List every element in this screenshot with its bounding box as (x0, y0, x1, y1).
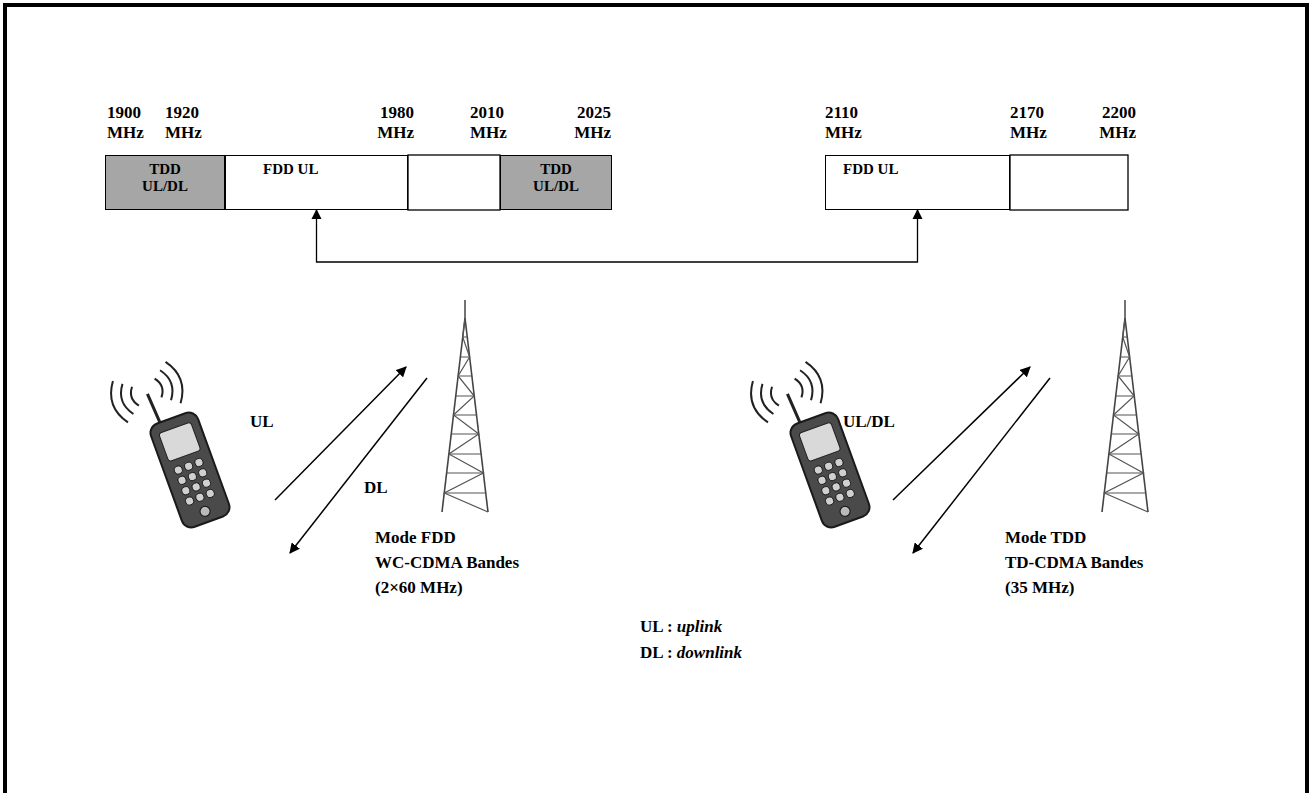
band-label: TDD UL/DL (526, 161, 586, 196)
text-label: UL/DL (843, 412, 895, 432)
band-label: FDD UL (263, 161, 403, 178)
text-label: UL : uplink (640, 617, 722, 637)
spectrum-band (1010, 155, 1128, 210)
spectrum-band: FDD UL (825, 155, 1010, 210)
text-label: (2×60 MHz) (375, 578, 463, 598)
frequency-label: 1920 MHz (165, 103, 211, 144)
antenna-tower (1102, 300, 1148, 512)
uplink-arrow (893, 367, 1030, 500)
spectrum-band (408, 155, 500, 210)
antenna-tower (442, 300, 488, 512)
text-label: UL (250, 412, 274, 432)
band-label: TDD UL/DL (135, 161, 195, 196)
text-label: Mode TDD (1005, 528, 1086, 548)
text-label: DL (364, 478, 388, 498)
spectrum-band: TDD UL/DL (500, 155, 612, 210)
frame (5, 5, 1307, 793)
spectrum-band: FDD UL (225, 155, 408, 210)
text-label: TD-CDMA Bandes (1005, 553, 1143, 573)
text-label: DL : downlink (640, 643, 742, 663)
phone-icon (105, 358, 232, 539)
downlink-arrow (913, 378, 1050, 553)
frequency-label: 2025 MHz (565, 103, 611, 144)
frequency-label: 1900 MHz (107, 103, 153, 144)
frequency-label: 2010 MHz (470, 103, 516, 144)
downlink-arrow (290, 378, 427, 553)
text-label: (35 MHz) (1005, 578, 1074, 598)
text-label: Mode FDD (375, 528, 456, 548)
uplink-arrow (275, 367, 406, 500)
phone-icon (745, 358, 872, 539)
spectrum-band: TDD UL/DL (105, 155, 225, 210)
text-label: WC-CDMA Bandes (375, 553, 519, 573)
pairing-connector (317, 210, 918, 262)
frequency-label: 2110 MHz (825, 103, 871, 144)
frequency-label: 1980 MHz (368, 103, 414, 144)
band-label: FDD UL (843, 161, 1005, 178)
frequency-label: 2170 MHz (1010, 103, 1056, 144)
frequency-label: 2200 MHz (1090, 103, 1136, 144)
